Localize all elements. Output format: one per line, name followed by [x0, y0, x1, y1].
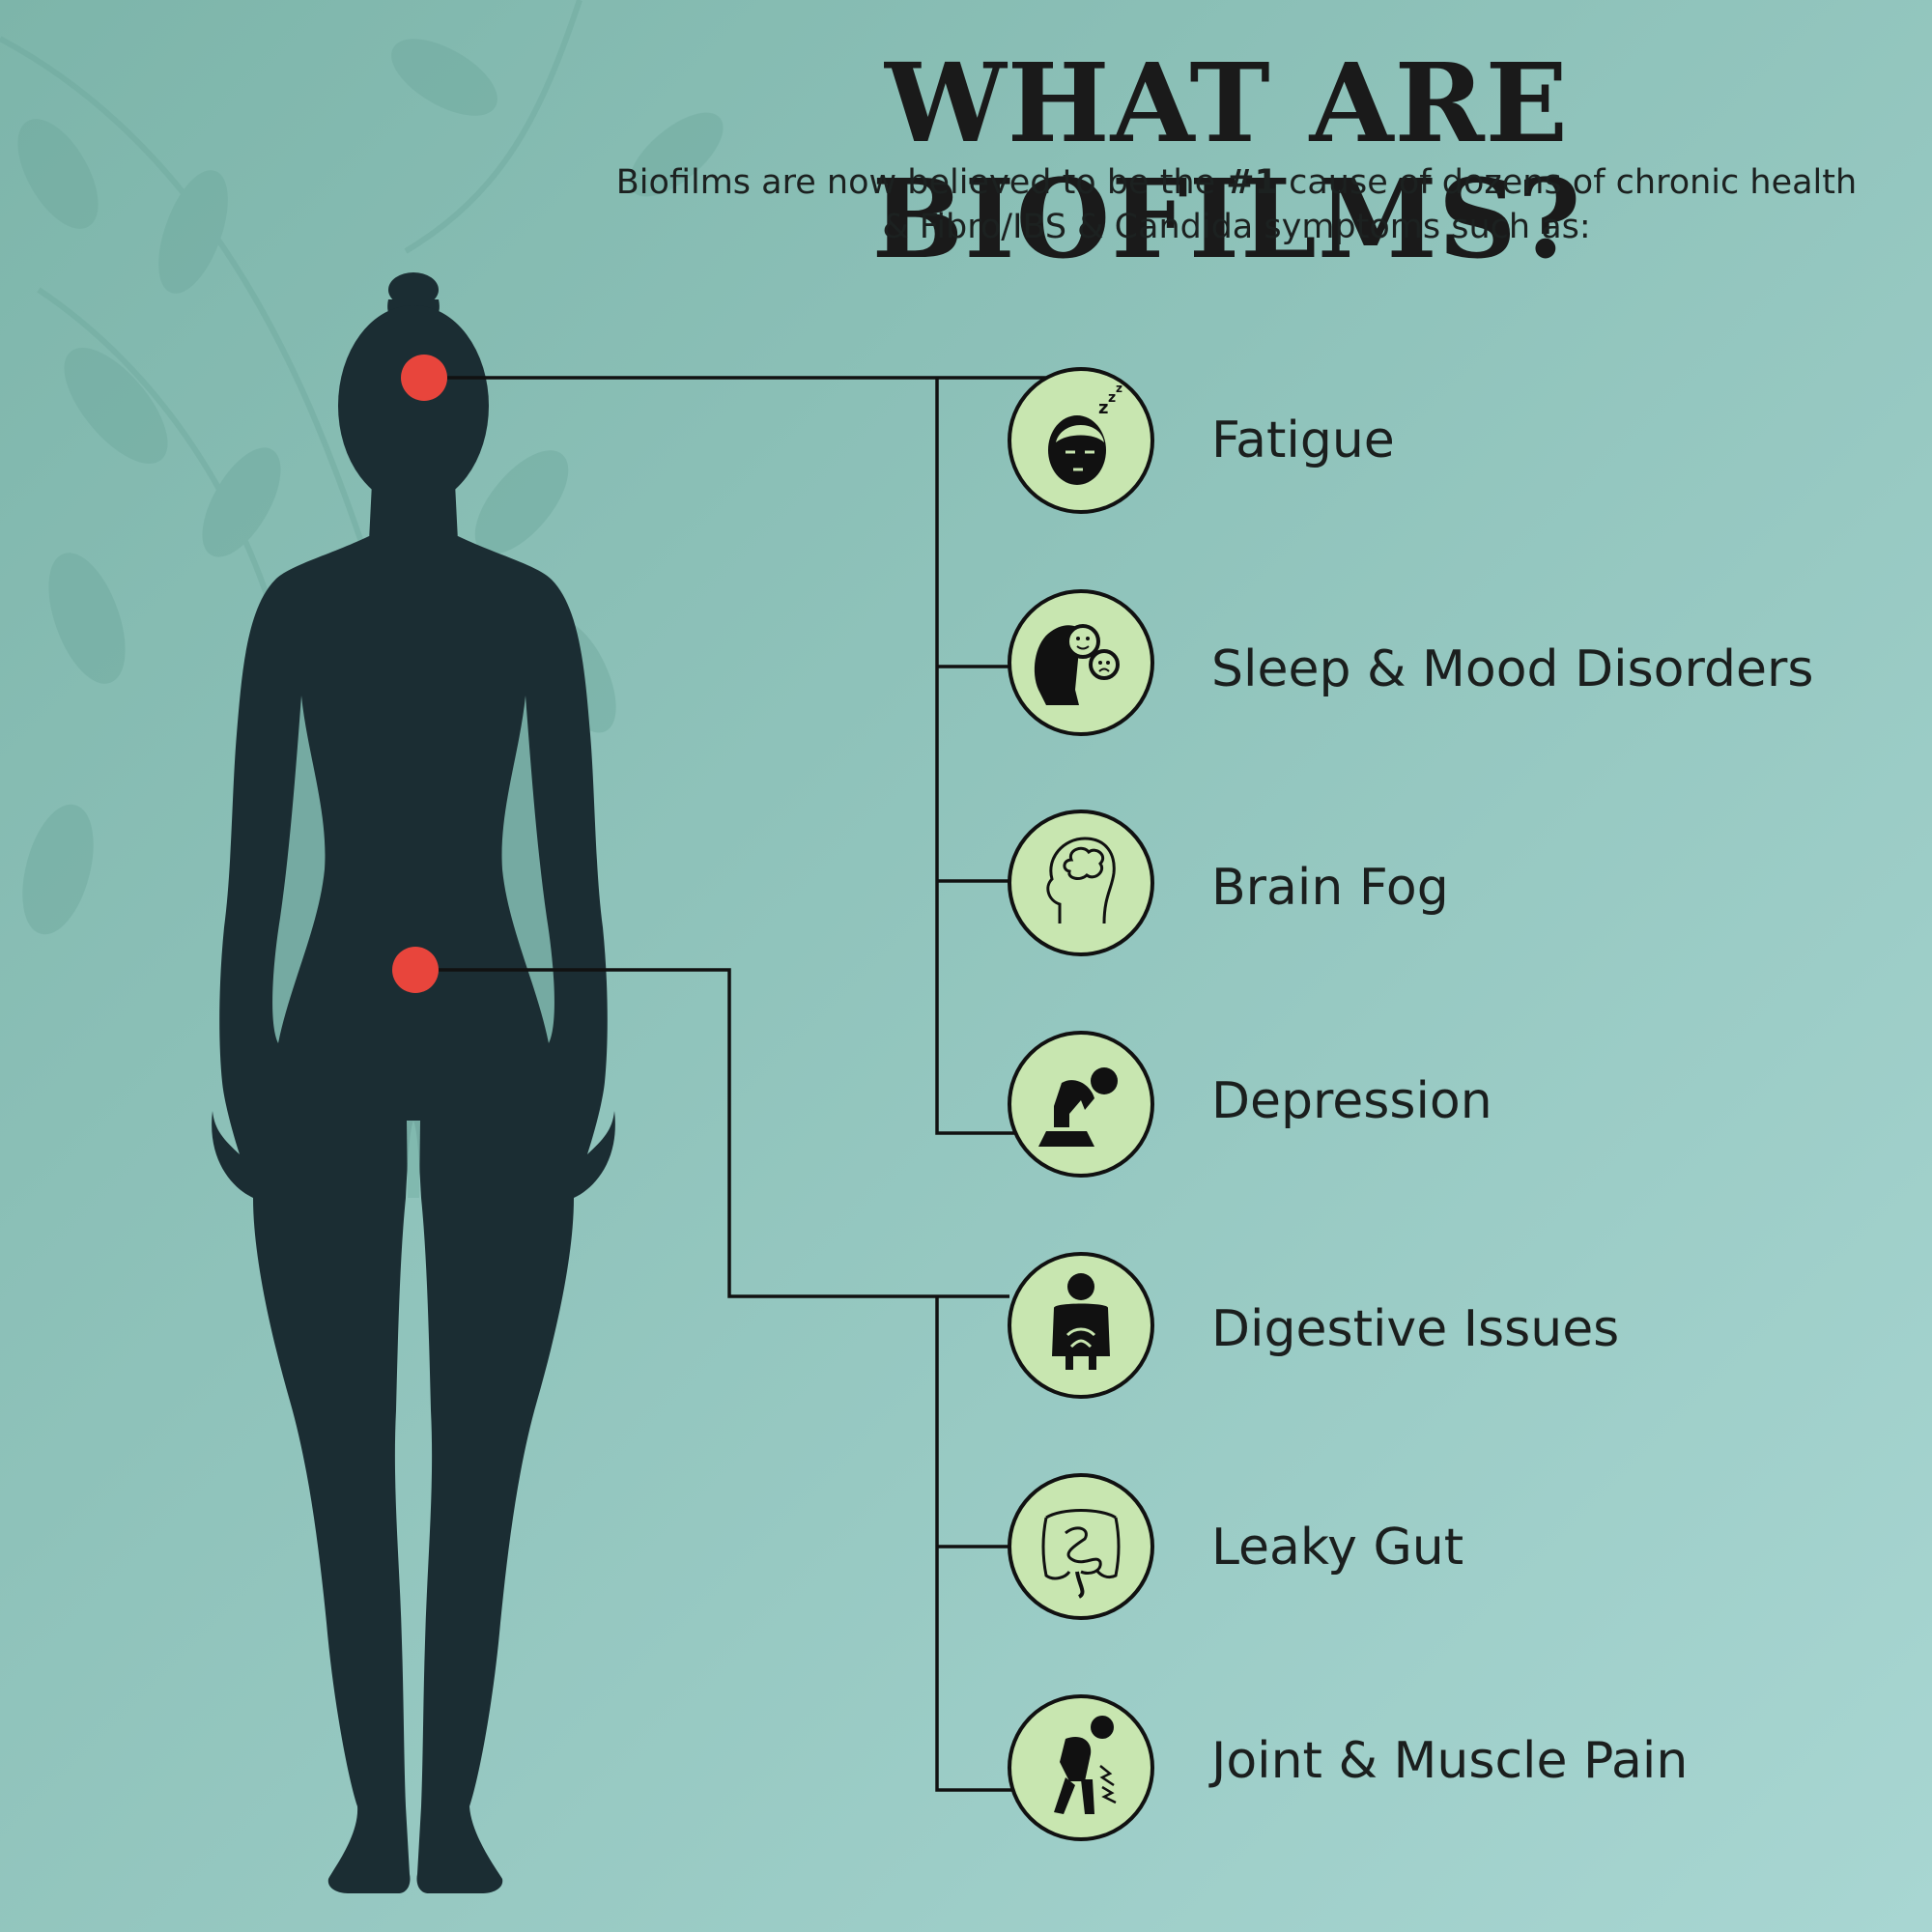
symptom-label-sleep-mood: Sleep & Mood Disorders	[1211, 640, 1814, 698]
leaf-pattern	[0, 0, 724, 935]
page-title: WHAT ARE BIOFILMS?	[871, 41, 1582, 283]
subtitle-line-1: Biofilms are now believed to be the #1 c…	[560, 160, 1913, 205]
symptom-label-joint-muscle: Joint & Muscle Pain	[1211, 1732, 1689, 1790]
abdomen-marker	[392, 947, 439, 993]
connector-lines	[439, 376, 1048, 1792]
symptom-label-digestive: Digestive Issues	[1211, 1300, 1620, 1358]
brain-head-icon	[1046, 837, 1116, 924]
sleepy-face-icon: z z z	[1048, 382, 1122, 485]
page-subtitle: Biofilms are now believed to be the #1 c…	[560, 160, 1913, 249]
svg-text:z: z	[1108, 390, 1116, 406]
stomach-ache-icon	[1052, 1273, 1110, 1370]
mood-swings-head-icon	[1034, 624, 1120, 705]
symptom-label-brain-fog: Brain Fog	[1211, 859, 1449, 917]
arm-gaps	[272, 696, 554, 1198]
symptom-label-depression: Depression	[1211, 1072, 1492, 1130]
icon-circles	[1008, 367, 1154, 1841]
back-pain-icon	[1054, 1716, 1117, 1814]
svg-text:z: z	[1116, 382, 1122, 395]
intestines-icon	[1041, 1509, 1121, 1599]
body-silhouette	[212, 272, 615, 1893]
subtitle-emphasis: #1	[1226, 163, 1278, 202]
symptom-label-fatigue: Fatigue	[1211, 412, 1395, 469]
subtitle-line-2: & Fibro/IBS & Candida symptoms such as:	[882, 208, 1591, 246]
svg-text:z: z	[1098, 398, 1108, 418]
head-marker	[401, 355, 447, 401]
subtitle-line-1-before: Biofilms are now believed to be the	[615, 163, 1227, 202]
depressed-person-icon	[1038, 1067, 1118, 1147]
subtitle-line-1-after: cause of dozens of chronic health	[1277, 163, 1858, 202]
symptom-label-leaky-gut: Leaky Gut	[1211, 1519, 1464, 1577]
